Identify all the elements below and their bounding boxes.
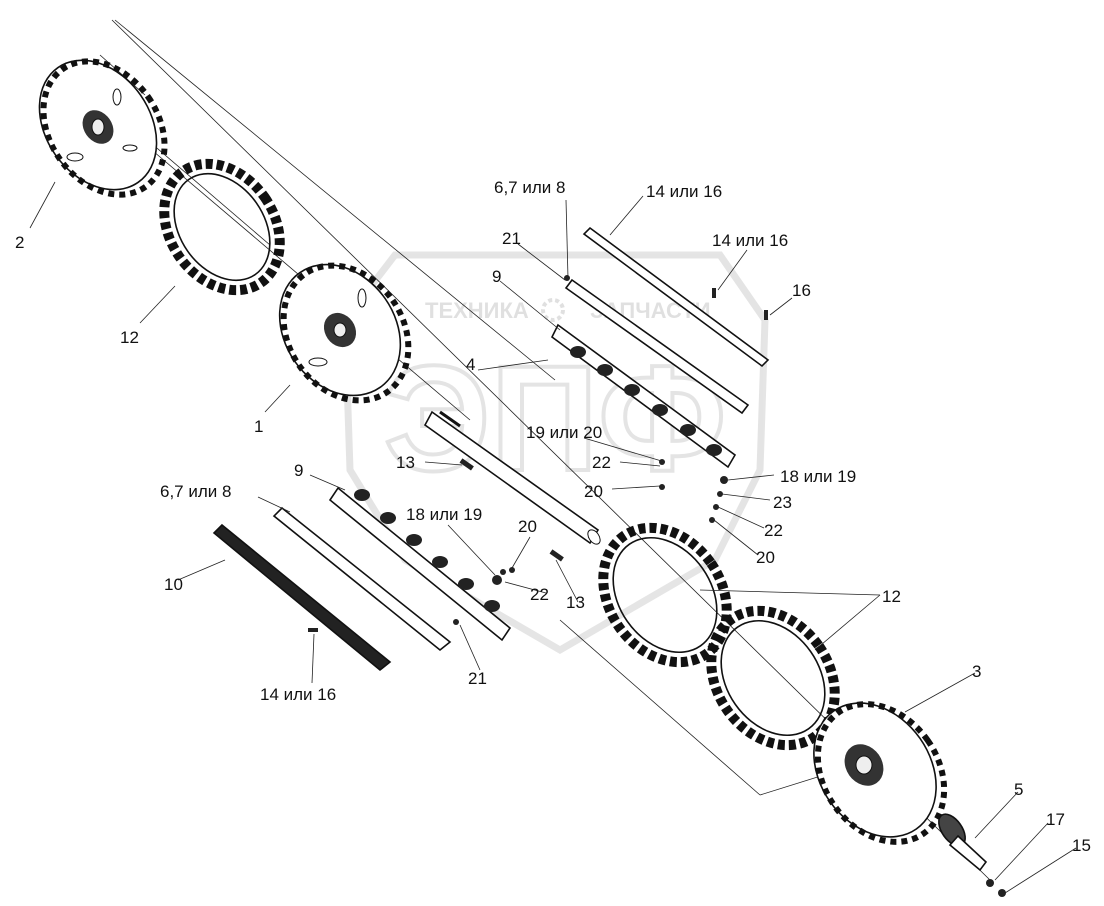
label-part-4: 4: [466, 355, 475, 374]
end-disc-left: [38, 58, 168, 198]
label-part-20-a: 20: [584, 482, 603, 501]
label-part-12-lower: 12: [882, 587, 901, 606]
label-part-9-upper: 9: [492, 267, 501, 286]
strip-upper: [582, 226, 770, 368]
label-part-5: 5: [1014, 780, 1023, 799]
label-part-11: 14 или 16: [646, 182, 722, 201]
stub-axle: [938, 813, 988, 872]
ring-lower-a: [598, 522, 732, 668]
bar-lower: [328, 486, 512, 642]
shaft: [423, 410, 601, 545]
label-part-16: 16: [792, 281, 811, 300]
label-part-22-a: 22: [592, 453, 611, 472]
label-part-17: 17: [1046, 810, 1065, 829]
label-part-21-lower: 21: [468, 669, 487, 688]
label-part-6-7-8-lower: 6,7 или 8: [160, 482, 231, 501]
label-part-23: 23: [773, 493, 792, 512]
watermark-gear-icon: [541, 298, 565, 322]
label-part-22-b: 22: [764, 521, 783, 540]
part-labels: 2 12 1 6,7 или 8 14 или 16 21 14 или 16 …: [15, 178, 1091, 855]
label-part-18-19-right: 18 или 19: [780, 467, 856, 486]
label-part-1: 1: [254, 417, 263, 436]
end-disc-right: [813, 701, 948, 845]
watermark-left-text: ТЕХНИКА: [425, 298, 529, 323]
knife-lower: [272, 506, 452, 652]
label-part-2: 2: [15, 233, 24, 252]
label-part-15: 15: [1072, 836, 1091, 855]
label-part-3: 3: [972, 662, 981, 681]
leader-lines: [29, 181, 1077, 894]
label-part-20-b: 20: [518, 517, 537, 536]
ring-upper: [159, 158, 285, 296]
label-part-14-16-upper: 14 или 16: [712, 231, 788, 250]
label-part-21-upper: 21: [502, 229, 521, 248]
small-hardware: [308, 275, 1006, 897]
label-part-19-20: 19 или 20: [526, 423, 602, 442]
label-part-22-c: 22: [530, 585, 549, 604]
label-part-9-lower: 9: [294, 461, 303, 480]
ring-lower-b: [706, 605, 840, 751]
label-part-10: 10: [164, 575, 183, 594]
bar-upper: [550, 323, 737, 469]
label-part-6-7-8-upper: 6,7 или 8: [494, 178, 565, 197]
label-part-14-16-lower: 14 или 16: [260, 685, 336, 704]
label-part-12-upper: 12: [120, 328, 139, 347]
label-part-13-upper: 13: [396, 453, 415, 472]
knife-upper: [564, 278, 750, 415]
strip-lower: [212, 523, 392, 672]
label-part-18-19-left: 18 или 19: [406, 505, 482, 524]
label-part-20-c: 20: [756, 548, 775, 567]
drum-disc: [278, 262, 412, 404]
label-part-13-lower: 13: [566, 593, 585, 612]
